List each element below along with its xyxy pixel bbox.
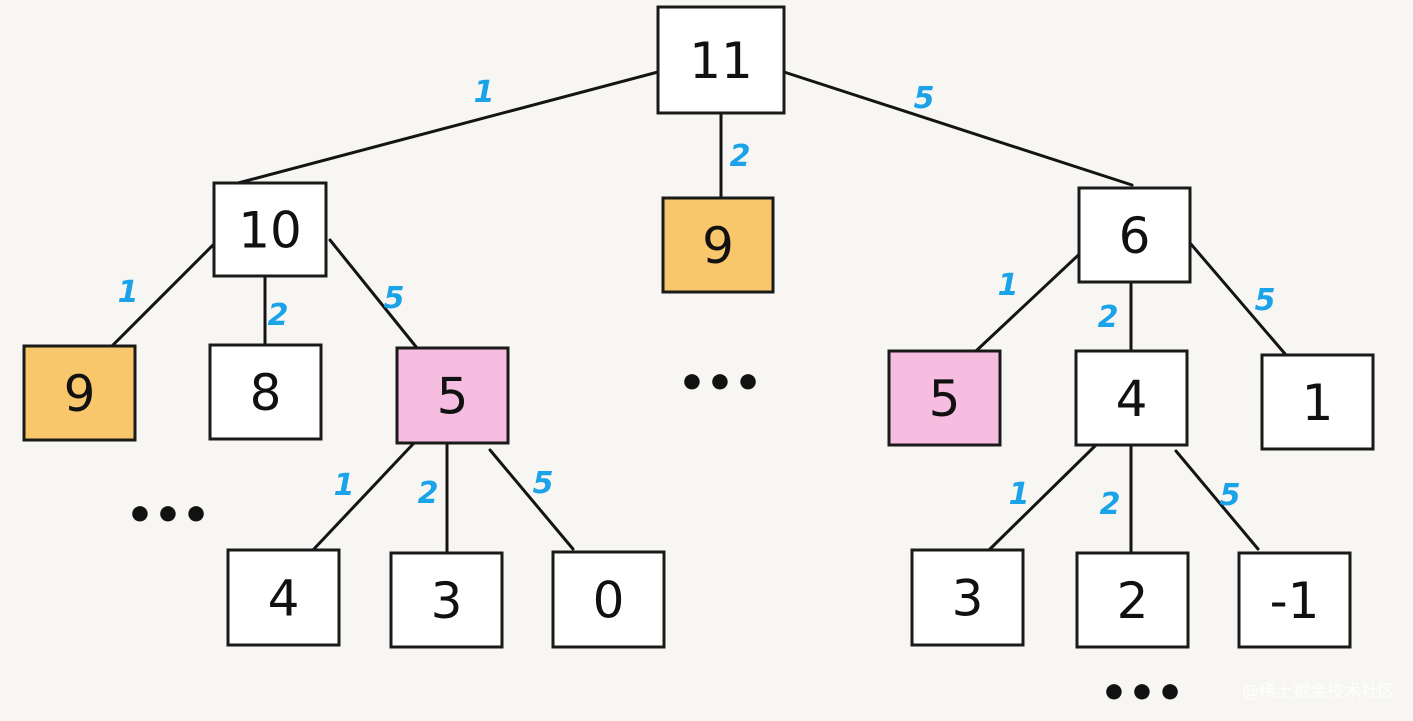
edge-n11-n6 [782, 70, 1134, 187]
node-value: 10 [238, 202, 302, 260]
node-nm1: -1 [1237, 551, 1352, 649]
edge-n5a-n0 [488, 448, 575, 551]
node-value: 0 [593, 572, 625, 630]
node-n0: 0 [551, 550, 666, 649]
edge-n10-n9left [110, 235, 223, 348]
node-value: 3 [431, 572, 463, 630]
node-n4a: 4 [226, 548, 341, 647]
edge-n11-n10 [236, 70, 660, 185]
node-box [661, 196, 775, 294]
edge-label-n10-n9left: 1 [118, 275, 139, 310]
edge-label-n5a-n4a: 1 [334, 468, 355, 503]
edge-n10-n5a [328, 238, 419, 350]
edge-n4b-nm1 [1174, 449, 1260, 551]
node-value: 2 [1117, 572, 1149, 630]
edge-label-n10-n5a: 5 [384, 281, 405, 316]
node-value: 9 [64, 365, 96, 423]
node-box [656, 5, 786, 115]
node-box [226, 548, 341, 647]
node-box [208, 343, 323, 441]
node-n11: 11 [656, 5, 786, 115]
node-n9mid: 9 [661, 196, 775, 294]
node-n5a: 5 [395, 346, 510, 445]
node-n4b: 4 [1074, 349, 1189, 447]
edge-n6-n5b [974, 244, 1090, 353]
node-value: 4 [1116, 370, 1148, 428]
edge-n4b-n3b [987, 443, 1098, 552]
node-box [1074, 349, 1189, 447]
edge-label-n4b-n2: 2 [1100, 487, 1121, 522]
node-box [1237, 551, 1352, 649]
ellipsis-bottom: ••• [1100, 668, 1184, 719]
node-box [1077, 186, 1192, 284]
node-n6: 6 [1077, 186, 1192, 284]
edge-label-n6-n4b: 2 [1098, 300, 1119, 335]
node-value: 5 [929, 370, 961, 428]
node-n9left: 9 [22, 344, 137, 442]
node-value: 9 [702, 217, 734, 275]
node-box [910, 548, 1025, 647]
edge-label-n6-n5b: 1 [998, 268, 1019, 303]
node-box [22, 344, 137, 442]
edge-label-n5a-n3a: 2 [418, 476, 439, 511]
edge-label-n5a-n0: 5 [533, 466, 554, 501]
node-box [212, 181, 328, 278]
node-value: -1 [1270, 572, 1320, 630]
edge-label-n4b-nm1: 5 [1220, 478, 1241, 513]
watermark: @稀土掘金技术社区 [1242, 682, 1395, 702]
edges-layer [110, 70, 1288, 555]
node-value: 11 [689, 32, 753, 90]
node-box [551, 550, 666, 649]
node-value: 5 [437, 368, 469, 426]
node-value: 3 [952, 570, 984, 628]
ellipsis-left: ••• [126, 490, 210, 541]
edge-label-n11-n10: 1 [474, 75, 495, 110]
node-value: 6 [1119, 207, 1151, 265]
node-n8: 8 [208, 343, 323, 441]
edge-label-n4b-n3b: 1 [1009, 477, 1030, 512]
node-value: 1 [1302, 374, 1334, 432]
node-n10: 10 [212, 181, 328, 278]
edge-n6-n1 [1188, 241, 1288, 357]
node-box [389, 551, 504, 649]
node-value: 8 [250, 364, 282, 422]
node-n5b: 5 [887, 349, 1002, 447]
node-n3a: 3 [389, 551, 504, 649]
node-n3b: 3 [910, 548, 1025, 647]
edge-label-n6-n1: 5 [1255, 283, 1276, 318]
node-value: 4 [268, 570, 300, 628]
node-box [395, 346, 510, 445]
edge-label-n11-n6: 5 [914, 81, 935, 116]
node-box [1260, 353, 1375, 451]
edge-labels-layer: 1 2 5 1 2 5 1 2 5 1 2 5 1 2 5 [118, 75, 1276, 522]
node-box [887, 349, 1002, 447]
edge-label-n10-n8: 2 [268, 298, 289, 333]
node-box [1075, 551, 1190, 649]
edge-label-n11-n9mid: 2 [730, 139, 751, 174]
node-n1: 1 [1260, 353, 1375, 451]
node-n2: 2 [1075, 551, 1190, 649]
ellipsis-middle: ••• [678, 358, 762, 409]
edge-n5a-n4a [311, 441, 416, 552]
